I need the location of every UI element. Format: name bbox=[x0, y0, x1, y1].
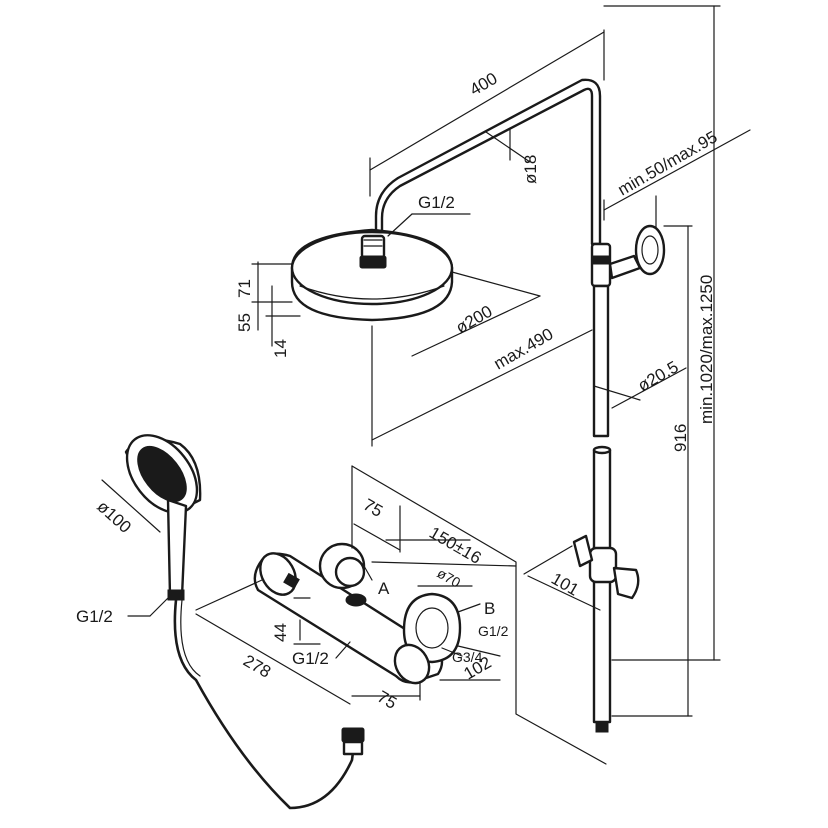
shower-arm bbox=[374, 78, 602, 246]
label-arm-length: 400 bbox=[467, 69, 501, 100]
label-arm-diameter: ø18 bbox=[521, 155, 540, 184]
label-head-projection: max.490 bbox=[491, 324, 557, 373]
head-shower bbox=[290, 228, 454, 322]
label-inlet-thread: G3/4 bbox=[452, 649, 483, 665]
label-mixer-centers: 150±16 bbox=[426, 523, 485, 568]
label-rail-height: min.1020/max.1250 bbox=[697, 275, 716, 424]
label-slider-101: 101 bbox=[548, 569, 582, 600]
wall-bracket bbox=[608, 224, 666, 280]
label-hand-diameter: ø100 bbox=[93, 497, 135, 537]
label-rail-916: 916 bbox=[671, 424, 690, 452]
label-mixer-outlet-thread: G1/2 bbox=[292, 649, 329, 668]
shower-hose bbox=[173, 598, 365, 810]
label-head-height-55: 55 bbox=[235, 313, 254, 332]
slider bbox=[572, 534, 640, 600]
dimension-lines bbox=[101, 5, 751, 765]
label-mixer-44: 44 bbox=[271, 623, 290, 642]
label-head-diameter: ø200 bbox=[453, 302, 496, 338]
label-wall-bracket: min.50/max.95 bbox=[615, 127, 721, 199]
label-head-height-14: 14 bbox=[271, 339, 290, 358]
hand-shower bbox=[124, 434, 202, 601]
label-port-a: A bbox=[378, 579, 390, 598]
label-head-height-71: 71 bbox=[235, 279, 254, 298]
label-head-thread: G1/2 bbox=[418, 193, 455, 212]
label-rail-diameter: ø20.5 bbox=[635, 357, 682, 395]
label-mixer-75-bottom: 75 bbox=[374, 687, 400, 713]
label-mixer-75-top: 75 bbox=[360, 495, 386, 521]
label-mixer-278: 278 bbox=[240, 651, 274, 682]
riser-rail bbox=[590, 242, 612, 733]
label-hand-thread: G1/2 bbox=[76, 607, 113, 626]
label-port-b: B bbox=[484, 599, 495, 618]
dimension-labels: 400 ø18 min.50/max.95 G1/2 71 55 14 ø200… bbox=[76, 69, 721, 713]
label-knob-diameter: ø70 bbox=[435, 565, 464, 591]
thermostatic-mixer bbox=[253, 542, 462, 685]
label-port-b-thread: G1/2 bbox=[478, 623, 509, 639]
